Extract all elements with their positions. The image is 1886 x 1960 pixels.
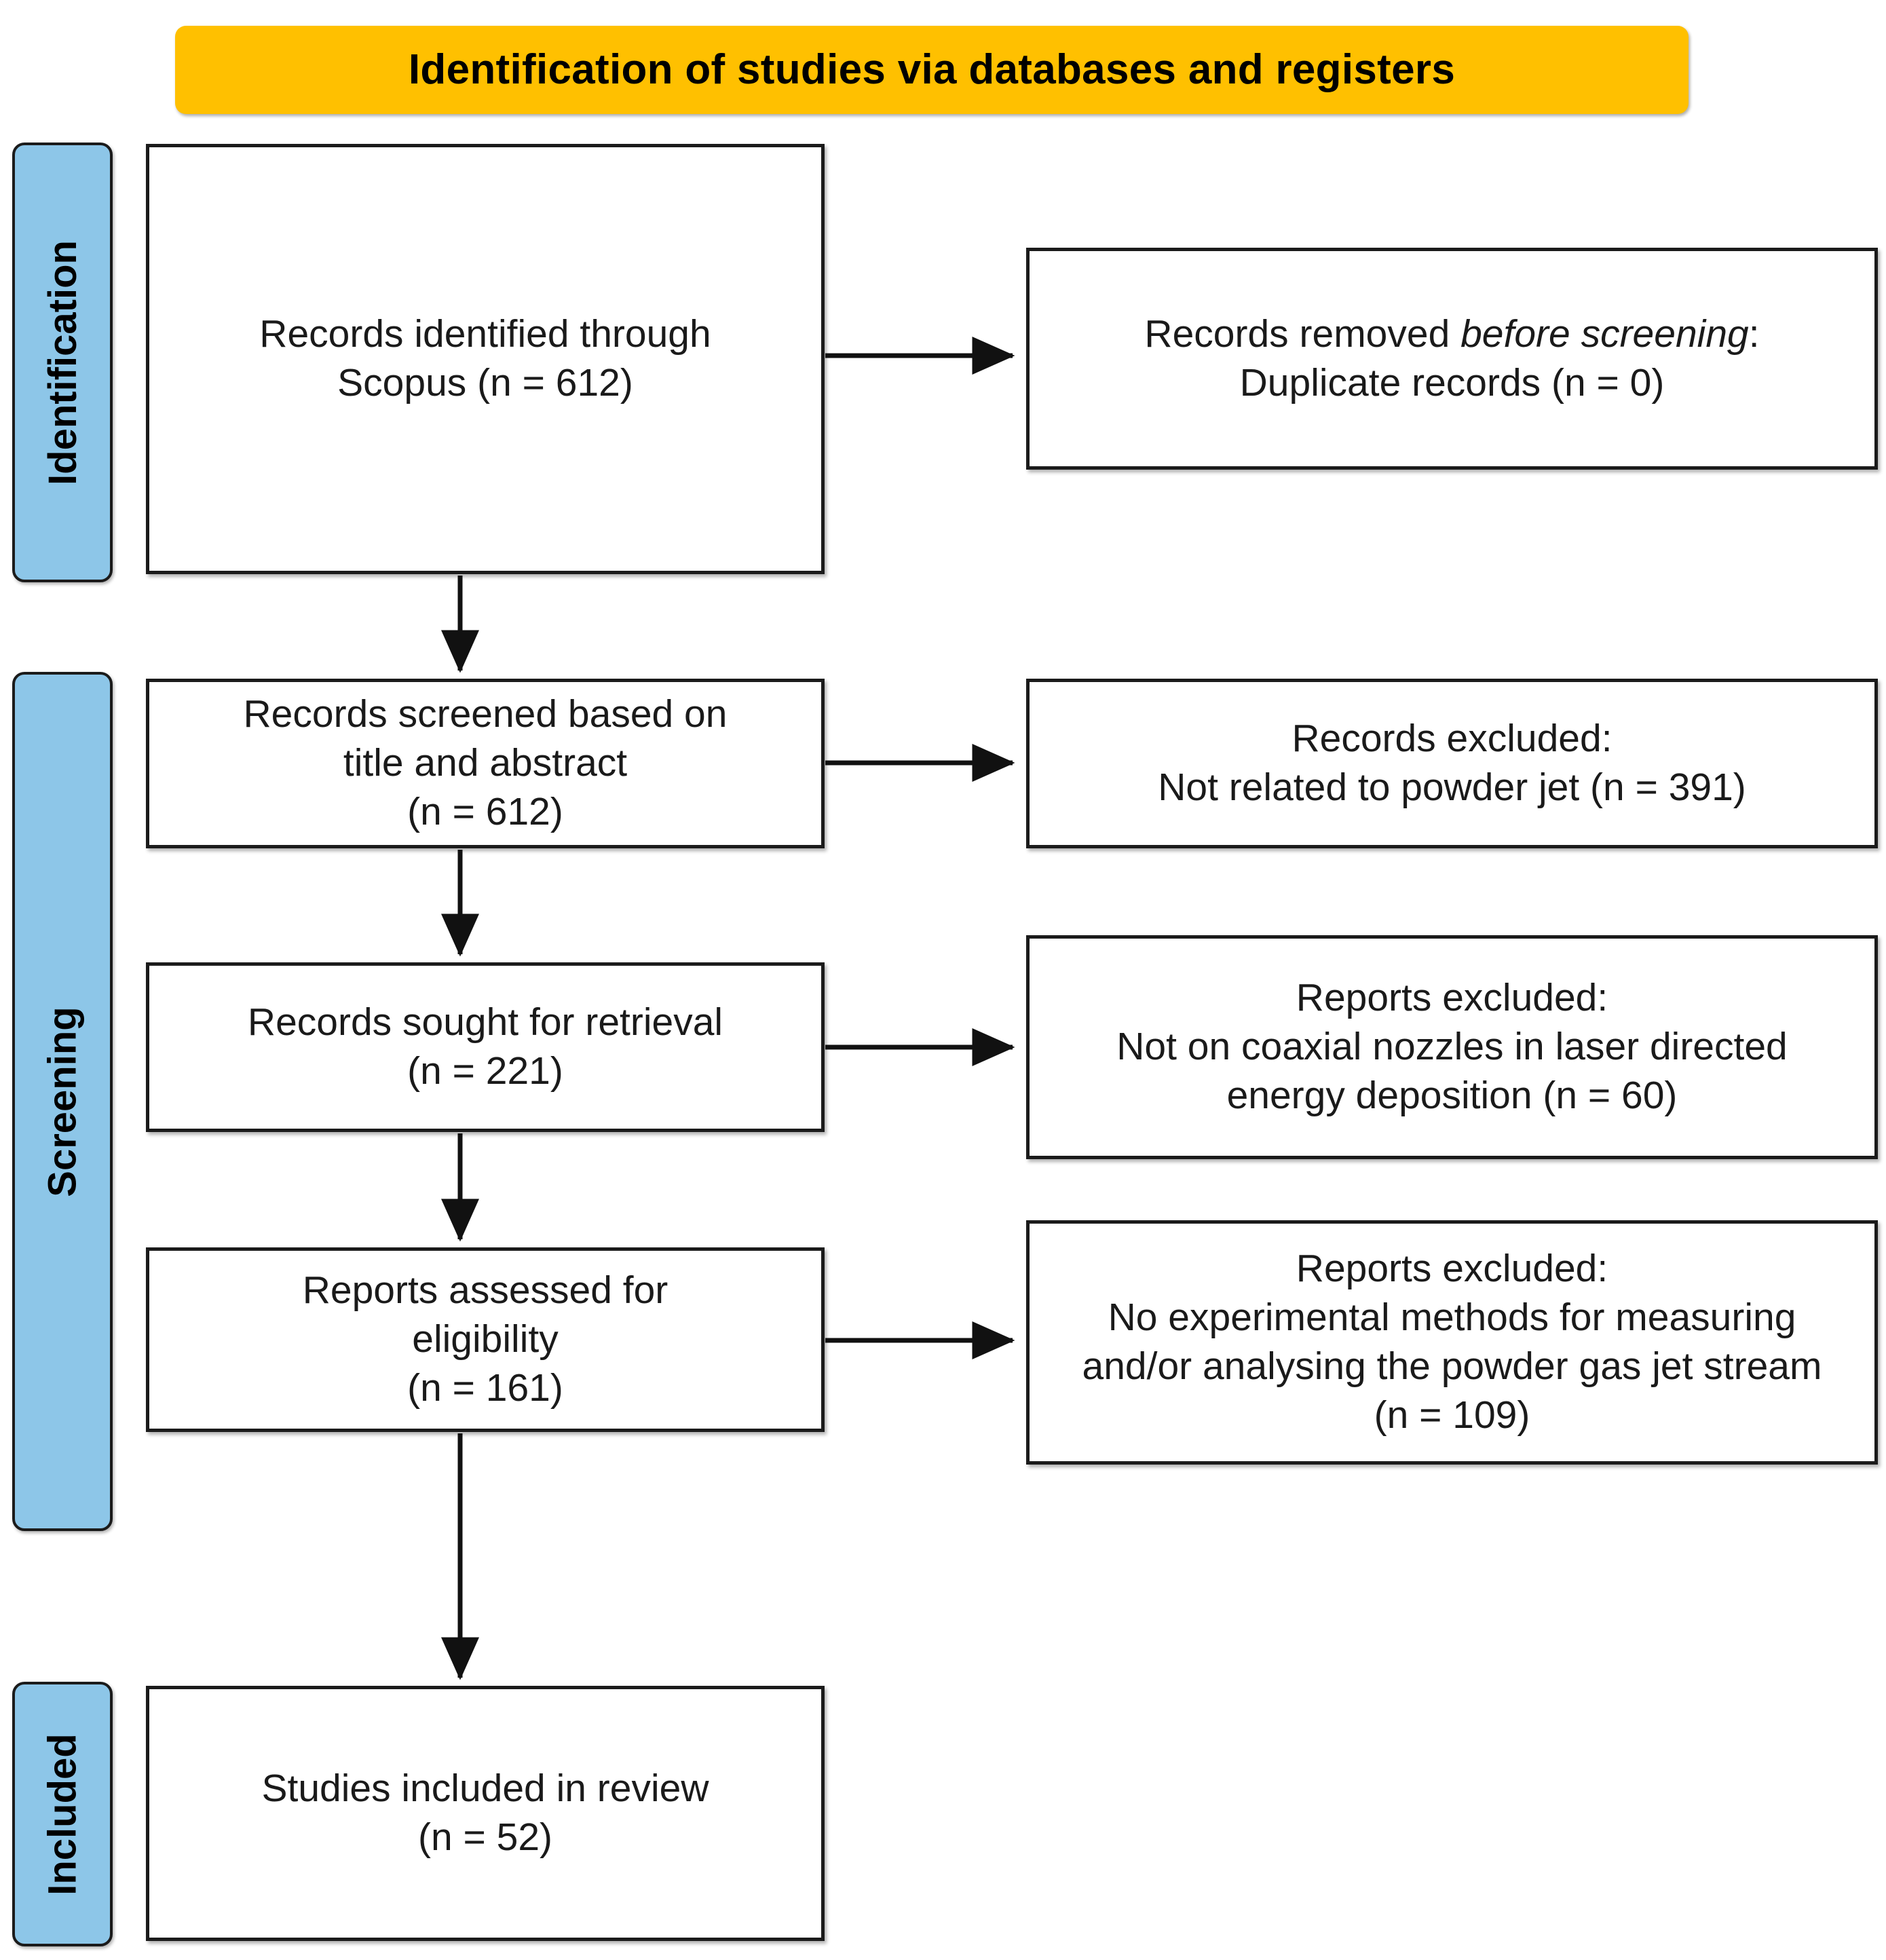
box-line: (n = 161) bbox=[407, 1365, 563, 1410]
box-line-prefix: Records removed bbox=[1144, 312, 1461, 356]
phase-bar-included: Included bbox=[12, 1682, 113, 1946]
box-records-removed-before-screening: Records removed before screening: Duplic… bbox=[1026, 248, 1878, 470]
diagram-header-banner: Identification of studies via databases … bbox=[175, 26, 1689, 114]
box-records-excluded: Records excluded: Not related to powder … bbox=[1026, 679, 1878, 848]
box-line: Scopus (n = 612) bbox=[337, 361, 633, 404]
box-line: (n = 612) bbox=[407, 789, 563, 833]
box-records-sought-for-retrieval: Records sought for retrieval (n = 221) bbox=[146, 962, 825, 1132]
box-line: Records excluded: bbox=[1291, 717, 1612, 761]
box-line: Duplicate records (n = 0) bbox=[1239, 360, 1665, 404]
box-line: eligibility bbox=[412, 1317, 559, 1361]
box-line: and/or analysing the powder gas jet stre… bbox=[1082, 1344, 1822, 1388]
box-line: Records removed before screening: bbox=[1144, 310, 1759, 359]
box-records-screened: Records screened based on title and abst… bbox=[146, 679, 825, 848]
phase-bar-identification: Identification bbox=[12, 143, 113, 582]
box-line: Records identified through bbox=[259, 312, 711, 356]
box-reports-assessed-for-eligibility: Reports assessed for eligibility (n = 16… bbox=[146, 1247, 825, 1432]
box-line: (n = 52) bbox=[417, 1815, 553, 1859]
box-line: Studies included in review bbox=[261, 1767, 709, 1811]
box-line: (n = 109) bbox=[1374, 1393, 1530, 1437]
box-line: Reports excluded: bbox=[1296, 976, 1608, 1020]
box-line: Not related to powder jet (n = 391) bbox=[1158, 766, 1746, 809]
phase-bar-screening: Screening bbox=[12, 672, 113, 1531]
box-studies-included-in-review: Studies included in review (n = 52) bbox=[146, 1686, 825, 1941]
box-line: Records screened based on bbox=[243, 692, 728, 736]
box-line: Reports assessed for bbox=[302, 1268, 668, 1313]
box-reports-excluded-coaxial: Reports excluded: Not on coaxial nozzles… bbox=[1026, 935, 1878, 1159]
box-line: Records sought for retrieval bbox=[247, 1000, 723, 1044]
box-reports-excluded-methods: Reports excluded: No experimental method… bbox=[1026, 1220, 1878, 1465]
box-line-italic: before screening bbox=[1460, 312, 1749, 356]
box-records-identified: Records identified through Scopus (n = 6… bbox=[146, 144, 825, 574]
box-line: No experimental methods for measuring bbox=[1108, 1296, 1796, 1340]
box-line: Reports excluded: bbox=[1296, 1247, 1608, 1291]
page-title: Identification of studies via databases … bbox=[408, 45, 1456, 93]
box-line: (n = 221) bbox=[407, 1049, 563, 1093]
box-line: energy deposition (n = 60) bbox=[1226, 1073, 1678, 1117]
box-line-suffix: : bbox=[1748, 312, 1760, 356]
box-line: title and abstract bbox=[343, 741, 628, 785]
box-line: Not on coaxial nozzles in laser directed bbox=[1116, 1025, 1788, 1069]
